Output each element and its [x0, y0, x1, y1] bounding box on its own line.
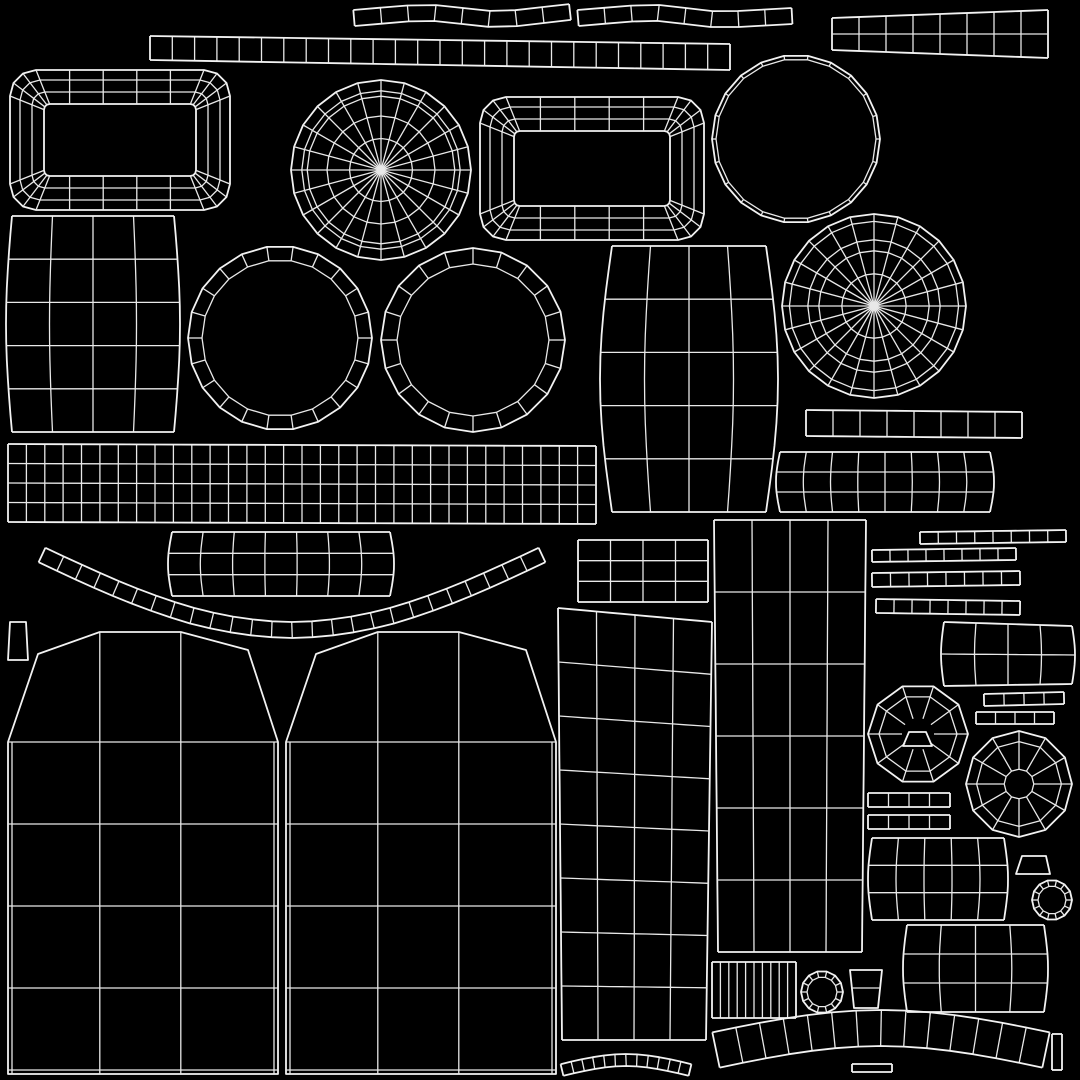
ring-center-mid — [380, 247, 566, 433]
arc-band-bottom-center — [559, 1053, 693, 1077]
ring-tiny-bottom — [800, 970, 844, 1014]
strip-small-r6 — [975, 711, 1055, 725]
tiny-cup — [849, 969, 883, 1009]
block-right-b — [775, 451, 995, 513]
shell-top-right-strip — [831, 9, 1049, 59]
frame-center — [479, 96, 705, 241]
tiny-piece-left — [7, 621, 29, 661]
barrel-left — [5, 215, 181, 433]
frame-left — [9, 69, 231, 211]
tiny-trapezoid-right — [1015, 855, 1051, 875]
tiny-bar-bottom — [851, 1063, 893, 1073]
block-small-center — [577, 539, 709, 603]
tiny-post-bottom — [1051, 1033, 1063, 1071]
barrel-center — [599, 245, 779, 513]
strip-small-r8 — [867, 814, 951, 830]
strip-small-r5 — [982, 691, 1066, 707]
barrel-bottom-right — [902, 924, 1049, 1013]
uv-shells — [5, 3, 1076, 1077]
disc-large-top — [290, 79, 472, 261]
strip-top-left-b — [576, 4, 794, 28]
strip-top-left-a — [352, 3, 572, 28]
strip-small-r3 — [871, 570, 1021, 588]
disc-right — [781, 213, 967, 399]
arc-band-mid — [37, 546, 547, 639]
column-center-left — [557, 607, 713, 1041]
arc-band-bottom-right — [711, 1009, 1051, 1069]
ring-top-right — [711, 55, 881, 224]
shield-left — [7, 631, 279, 1075]
column-center-right — [713, 519, 867, 953]
ring-small-bottom — [1031, 879, 1073, 921]
comb-block — [711, 961, 797, 1019]
block-mid-left — [167, 531, 395, 597]
shield-center — [285, 631, 557, 1075]
strip-long-top — [149, 35, 731, 71]
strip-small-r1 — [919, 529, 1067, 545]
ring-left-mid — [187, 245, 373, 431]
disc-hub — [965, 730, 1073, 838]
band-wide-mid — [7, 443, 597, 525]
barrel-lower-right — [867, 837, 1009, 921]
strip-small-r2 — [871, 547, 1017, 563]
strip-small-r4 — [875, 598, 1021, 616]
strip-small-r7 — [867, 792, 951, 808]
block-right-c — [940, 621, 1076, 687]
strip-right-a — [805, 409, 1023, 439]
disc-octagon — [867, 685, 969, 783]
